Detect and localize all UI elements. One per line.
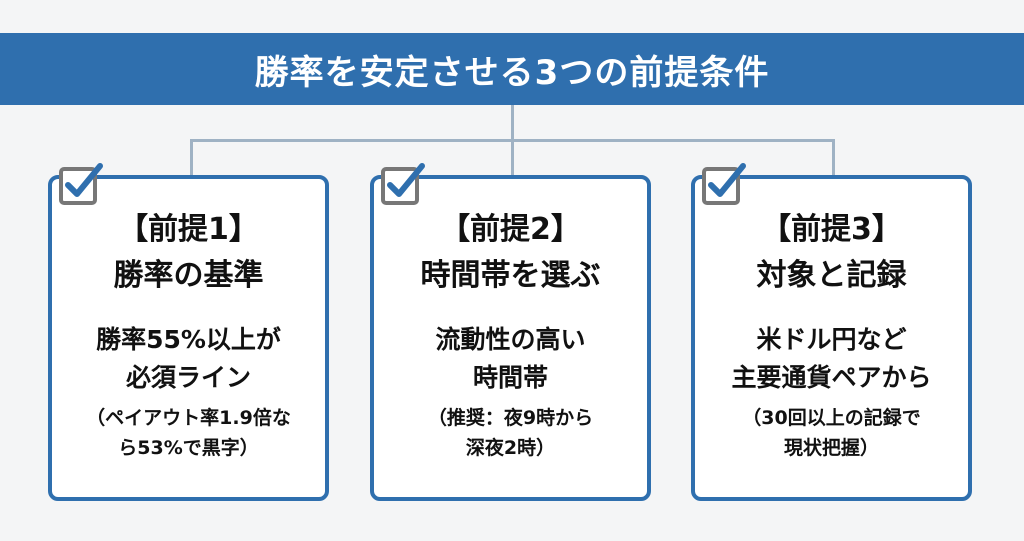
card-note-line: （推奨：夜9時から xyxy=(427,407,594,429)
premise-card-3: 【前提3】対象と記録 米ドル円など主要通貨ペアから （30回以上の記録で現状把握… xyxy=(691,163,972,501)
card-note-line: （30回以上の記録で xyxy=(742,407,921,429)
card-label: 【前提2】 xyxy=(440,212,581,247)
checkbox-checked-icon xyxy=(380,161,426,207)
card-title: 時間帯を選ぶ xyxy=(420,258,601,293)
card-note-line: ら53%で黒字） xyxy=(118,437,259,459)
card-body-line: 主要通貨ペアから xyxy=(731,363,932,392)
card-label: 【前提3】 xyxy=(761,212,902,247)
card-note-line: （ペイアウト率1.9倍な xyxy=(86,407,291,429)
premise-card-2: 【前提2】時間帯を選ぶ 流動性の高い時間帯 （推奨：夜9時から深夜2時） xyxy=(370,163,651,501)
page-title: 勝率を安定させる3つの前提条件 xyxy=(254,52,770,93)
card-body-line: 米ドル円など xyxy=(756,325,907,354)
card-body-line: 時間帯 xyxy=(472,363,548,392)
checkbox-checked-icon xyxy=(58,161,104,207)
card-note-line: 深夜2時） xyxy=(465,437,556,459)
card-note-line: 現状把握） xyxy=(783,437,879,459)
connector-2 xyxy=(511,139,514,177)
card-title: 勝率の基準 xyxy=(113,258,264,293)
card-body-line: 流動性の高い xyxy=(435,325,586,354)
card-body-line: 必須ライン xyxy=(125,363,251,392)
card-body-line: 勝率55%以上が xyxy=(96,325,281,354)
connector-1 xyxy=(190,139,193,177)
page-title-banner: 勝率を安定させる3つの前提条件 xyxy=(0,33,1024,105)
connector-3 xyxy=(832,139,835,177)
connector-trunk xyxy=(511,105,514,141)
checkbox-checked-icon xyxy=(701,161,747,207)
card-title: 対象と記録 xyxy=(756,258,907,293)
premise-card-1: 【前提1】勝率の基準 勝率55%以上が必須ライン （ペイアウト率1.9倍なら53… xyxy=(48,163,329,501)
card-label: 【前提1】 xyxy=(118,212,259,247)
